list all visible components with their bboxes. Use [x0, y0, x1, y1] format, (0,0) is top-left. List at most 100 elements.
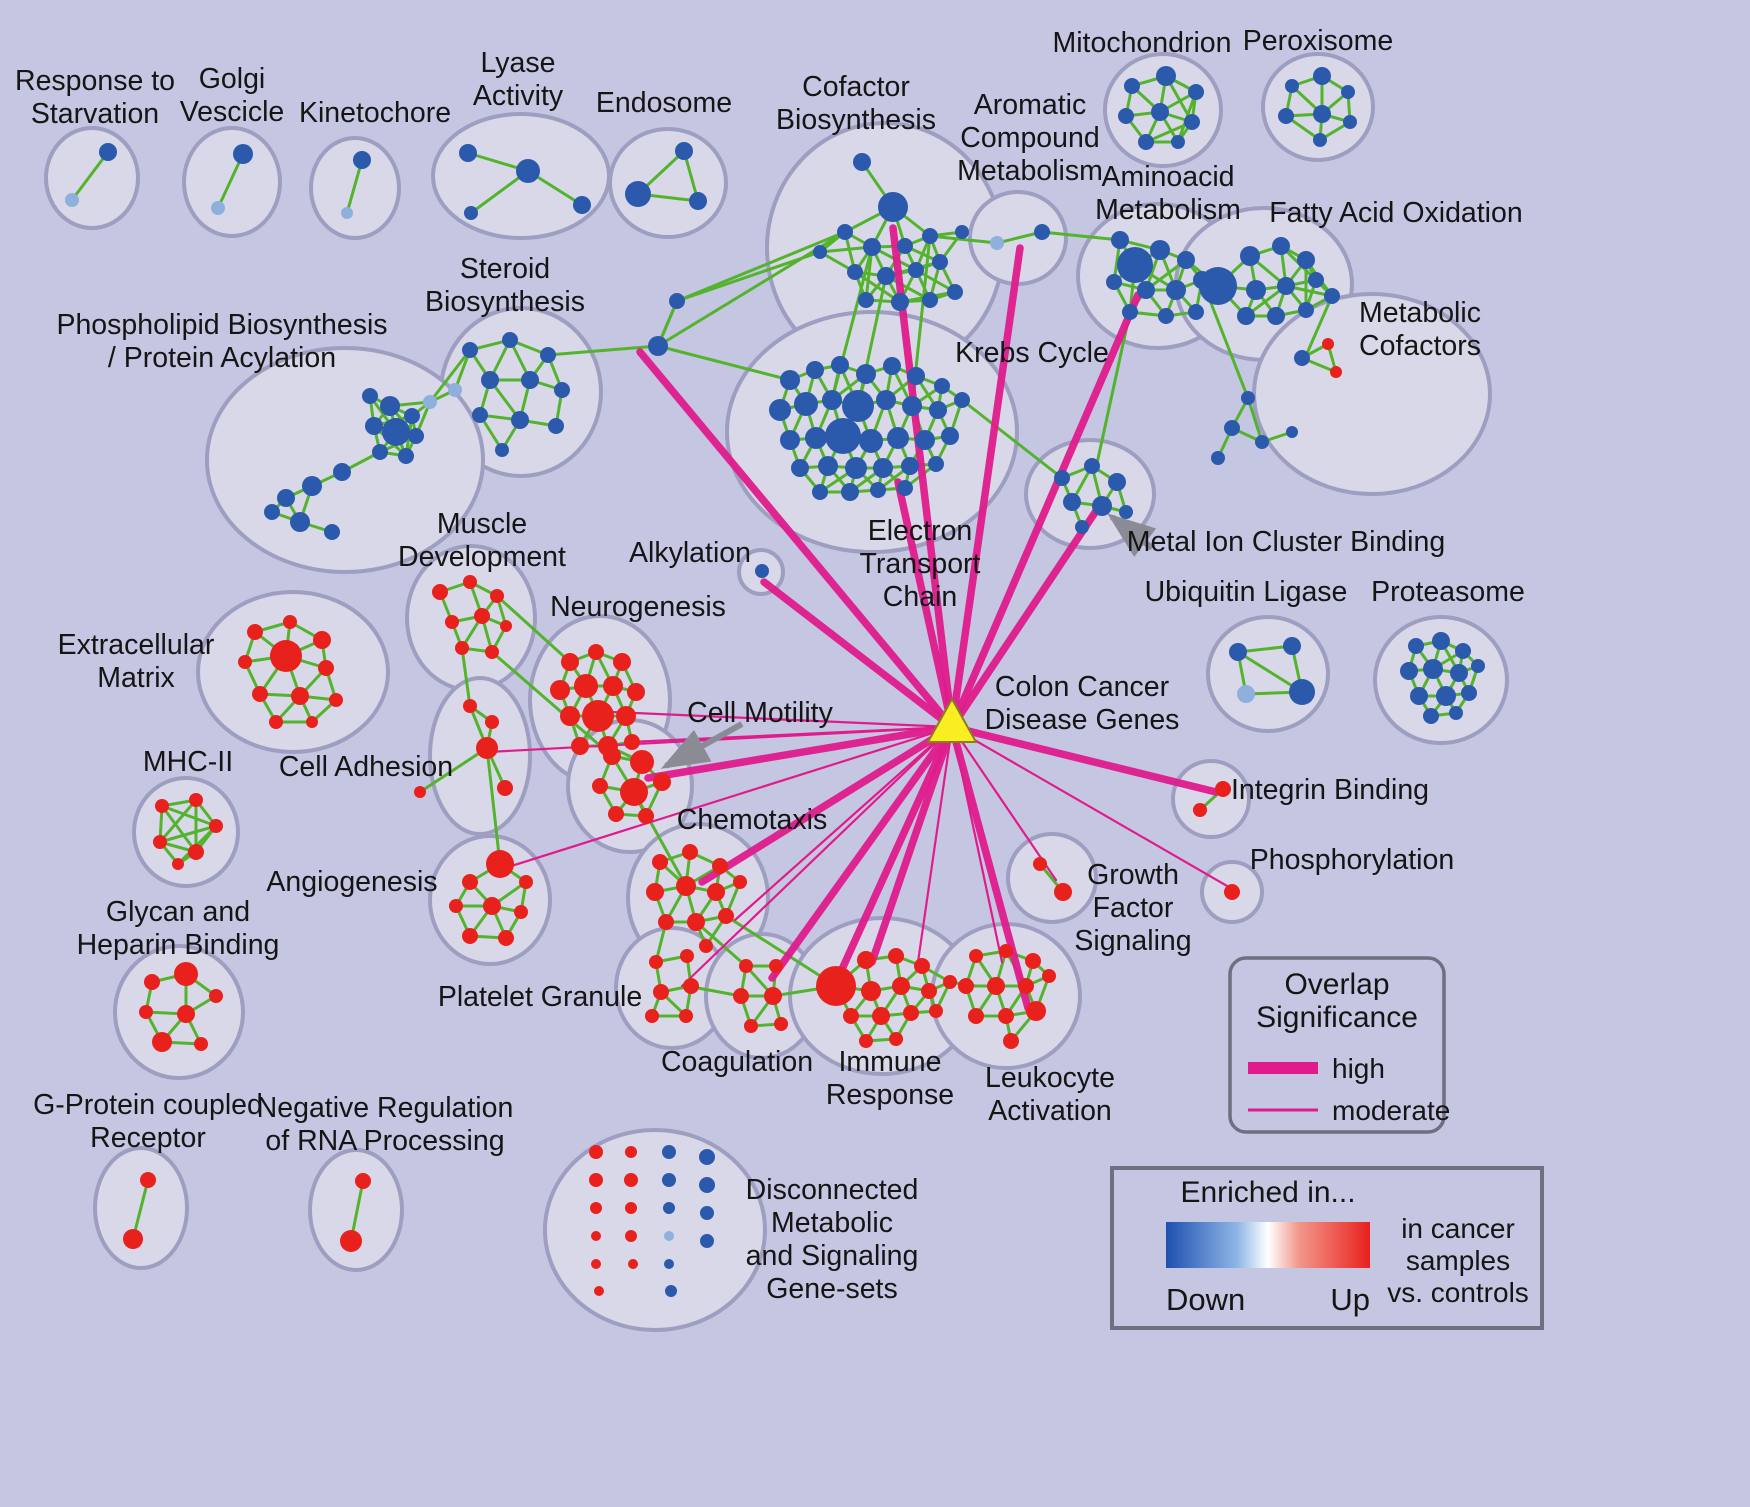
gene-set-node — [1215, 781, 1231, 797]
gene-set-node — [1106, 274, 1122, 290]
gene-set-node — [1108, 473, 1126, 491]
gene-set-node — [958, 978, 974, 994]
gene-set-node — [1003, 1033, 1019, 1049]
gene-set-node — [382, 418, 410, 446]
gene-set-node — [627, 683, 645, 701]
gene-set-node — [398, 448, 414, 464]
gene-set-node — [233, 144, 253, 164]
gene-set-node — [1111, 231, 1129, 249]
overlap-edge-high — [644, 723, 956, 782]
gene-set-node — [914, 958, 930, 974]
gene-set-node — [209, 819, 223, 833]
gene-set-node — [613, 653, 631, 671]
overlap-edge-moderate — [733, 725, 954, 922]
gene-set-node — [921, 983, 937, 999]
gene-set-node — [306, 716, 318, 728]
gene-set-node — [459, 144, 477, 162]
gene-set-node — [511, 411, 529, 429]
gene-set-node — [1255, 435, 1269, 449]
gene-set-node — [153, 835, 167, 849]
gene-set-node — [915, 430, 935, 450]
gene-set-node — [682, 844, 698, 860]
gene-set-node — [573, 196, 591, 214]
gene-set-node — [733, 875, 747, 889]
gene-set-node — [1054, 470, 1070, 486]
gene-set-node — [1241, 391, 1255, 405]
gene-set-node — [859, 429, 883, 453]
gene-set-node — [813, 245, 827, 259]
gene-set-node — [669, 293, 685, 309]
cluster-ellipse-golgi-vescicle — [182, 126, 282, 238]
gene-set-node — [769, 959, 783, 973]
gene-set-node — [856, 364, 876, 384]
gene-set-node — [1410, 687, 1428, 705]
gene-set-node — [1119, 505, 1133, 519]
gene-set-node — [638, 808, 654, 824]
overlap-legend-label-high: high — [1332, 1053, 1385, 1084]
gene-set-link — [1303, 294, 1334, 360]
gene-set-node — [805, 427, 827, 449]
gene-set-node — [1432, 632, 1450, 650]
gene-set-node — [943, 975, 957, 989]
gene-set-node — [616, 706, 636, 726]
gene-set-node — [857, 951, 875, 969]
label-neurogenesis: Neurogenesis — [550, 591, 726, 623]
gene-set-node — [449, 899, 463, 913]
gene-set-node — [486, 850, 514, 878]
gene-set-node — [934, 378, 950, 394]
gene-set-node — [1313, 133, 1327, 147]
cluster-ellipse-mhc-ii — [132, 776, 240, 888]
gene-set-node — [987, 977, 1005, 995]
gene-set-node — [462, 874, 478, 890]
label-peroxisome: Peroxisome — [1243, 25, 1393, 57]
gene-set-link — [485, 746, 502, 866]
gene-set-node — [548, 418, 564, 434]
label-kinetochore: Kinetochore — [299, 97, 451, 129]
gene-set-node — [1423, 708, 1439, 724]
gene-set-node — [907, 367, 925, 385]
gene-set-node — [1224, 884, 1240, 900]
gene-set-node — [561, 653, 579, 671]
gene-set-node — [922, 228, 938, 244]
gene-set-node — [519, 875, 533, 889]
gene-set-node — [892, 977, 910, 995]
gene-set-node — [679, 1009, 693, 1023]
gene-set-node — [883, 357, 901, 375]
gene-set-node — [897, 238, 913, 254]
gene-set-node — [658, 914, 674, 930]
gene-set-node — [818, 456, 838, 476]
gene-set-node — [780, 370, 800, 390]
gene-set-node — [189, 793, 203, 807]
gene-set-node — [652, 854, 668, 870]
gene-set-node — [1124, 78, 1140, 94]
gene-set-node — [897, 480, 913, 496]
gene-set-node — [628, 1259, 638, 1269]
colon-cancer-hub-triangle-icon — [926, 696, 978, 743]
gene-set-node — [1137, 281, 1155, 299]
gene-set-node — [1025, 953, 1041, 969]
gene-set-node — [1283, 637, 1301, 655]
label-alkylation: Alkylation — [629, 537, 751, 569]
gene-set-node — [955, 225, 969, 239]
gene-set-link — [428, 348, 472, 404]
label-angiogenesis: Angiogenesis — [266, 866, 437, 898]
gene-set-node — [1084, 458, 1100, 474]
label-chemotaxis: Chemotaxis — [677, 804, 827, 836]
gene-set-node — [791, 459, 809, 477]
metal-ion-arrow — [1107, 513, 1157, 557]
gene-set-edge — [345, 158, 364, 215]
gene-set-node — [380, 396, 400, 416]
gene-set-node — [1267, 307, 1285, 325]
gene-set-node — [291, 687, 309, 705]
gene-set-node — [365, 417, 383, 435]
gene-set-node — [769, 399, 791, 421]
gene-set-node — [269, 715, 283, 729]
gene-set-node — [211, 201, 225, 215]
